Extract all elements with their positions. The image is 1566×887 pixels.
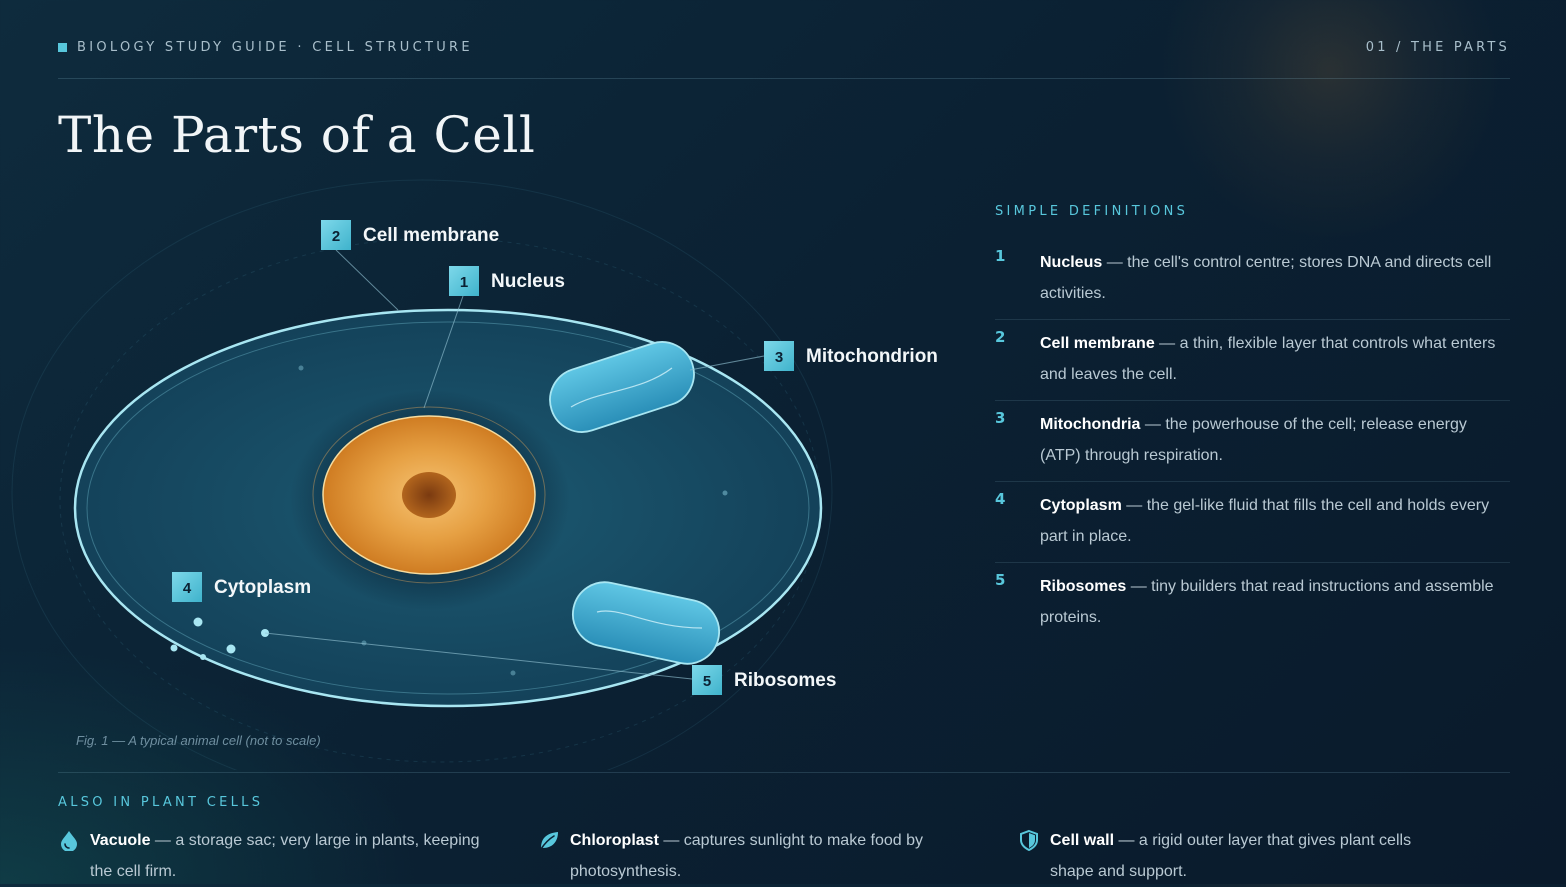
plant-body: — a rigid outer layer that gives plant c… — [1050, 832, 1412, 880]
definition-term: Ribosomes — [1040, 578, 1127, 595]
label-ribosomes: Ribosomes — [734, 670, 836, 691]
definition-text: Nucleus — the cell's control centre; sto… — [1040, 247, 1510, 309]
svg-text:2: 2 — [332, 228, 340, 245]
definition-number: 4 — [995, 490, 1006, 508]
definition-text: Mitochondria — the powerhouse of the cel… — [1040, 409, 1510, 471]
mitochondrion-bottom — [572, 581, 720, 665]
membrane-inner-line — [86, 321, 810, 695]
label-nucleus: Nucleus — [491, 271, 565, 292]
definition-number: 5 — [995, 571, 1006, 589]
plant-heading: ALSO IN PLANT CELLS — [58, 795, 264, 810]
definition-term: Cell membrane — [1040, 335, 1155, 352]
plant-term: Cell wall — [1050, 832, 1115, 849]
label-cell-membrane: Cell membrane — [363, 225, 499, 246]
definitions-list: 1 Nucleus — the cell's control centre; s… — [995, 239, 1510, 643]
plant-cells-section: ALSO IN PLANT CELLS Vacuole — a storage … — [58, 772, 1510, 880]
plant-text: Cell wall — a rigid outer layer that giv… — [1050, 825, 1448, 887]
plant-text: Chloroplast — captures sunlight to make … — [570, 825, 968, 887]
definition-item: 5 Ribosomes — tiny builders that read in… — [995, 563, 1510, 643]
page-number: 01 / THE PARTS — [1365, 40, 1510, 55]
definitions-panel: SIMPLE DEFINITIONS 1 Nucleus — the cell'… — [995, 204, 1510, 643]
definition-body: — tiny builders that read instructions a… — [1040, 578, 1494, 626]
plant-body: — a storage sac; very large in plants, k… — [90, 832, 480, 880]
definition-term: Cytoplasm — [1040, 497, 1122, 514]
plant-text: Vacuole — a storage sac; very large in p… — [90, 825, 488, 887]
definition-text: Cytoplasm — the gel-like fluid that fill… — [1040, 490, 1510, 552]
definition-term: Nucleus — [1040, 254, 1103, 271]
svg-text:1: 1 — [460, 274, 468, 291]
definition-body: — the powerhouse of the cell; release en… — [1040, 416, 1467, 464]
leaf-icon — [540, 832, 558, 850]
callout-cytoplasm: 4 Cytoplasm — [172, 572, 311, 602]
plant-item-chloroplast: Chloroplast — captures sunlight to make … — [538, 825, 968, 887]
definition-item: 4 Cytoplasm — the gel-like fluid that fi… — [995, 482, 1510, 563]
square-icon — [58, 43, 67, 52]
definition-term: Mitochondria — [1040, 416, 1141, 433]
cytoplasm-dot — [722, 490, 728, 496]
definition-number: 1 — [995, 247, 1006, 265]
definitions-heading: SIMPLE DEFINITIONS — [995, 204, 1189, 219]
droplet-icon — [61, 831, 77, 851]
plant-item-cell-wall: Cell wall — a rigid outer layer that giv… — [1018, 825, 1448, 887]
label-cytoplasm: Cytoplasm — [214, 577, 311, 598]
cytoplasm-dot — [510, 670, 516, 676]
label-mitochondrion: Mitochondrion — [806, 346, 938, 367]
brand: BIOLOGY STUDY GUIDE · CELL STRUCTURE — [58, 40, 473, 55]
leader-lines — [264, 249, 765, 680]
definition-number: 3 — [995, 409, 1006, 427]
halo-ring — [11, 179, 833, 770]
definition-item: 1 Nucleus — the cell's control centre; s… — [995, 239, 1510, 320]
callout-mitochondrion: 3 Mitochondrion — [764, 341, 938, 371]
svg-text:3: 3 — [775, 349, 783, 366]
definition-body: — the gel-like fluid that fills the cell… — [1040, 497, 1490, 545]
definition-body: — a thin, flexible layer that controls w… — [1040, 335, 1496, 383]
svg-text:5: 5 — [703, 673, 711, 690]
plant-body: — captures sunlight to make food by phot… — [570, 832, 924, 880]
top-bar: BIOLOGY STUDY GUIDE · CELL STRUCTURE 01 … — [58, 38, 1510, 79]
nucleolus — [402, 472, 456, 518]
svg-text:4: 4 — [183, 580, 192, 597]
page-title: The Parts of a Cell — [58, 106, 536, 164]
plant-term: Chloroplast — [570, 832, 659, 849]
definition-item: 3 Mitochondria — the powerhouse of the c… — [995, 401, 1510, 482]
shield-icon — [1020, 829, 1038, 851]
definition-text: Ribosomes — tiny builders that read inst… — [1040, 571, 1510, 633]
nuclear-envelope-outer — [312, 406, 546, 584]
definition-item: 2 Cell membrane — a thin, flexible layer… — [995, 320, 1510, 401]
plant-item-vacuole: Vacuole — a storage sac; very large in p… — [58, 825, 488, 887]
figure-caption: Fig. 1 — A typical animal cell (not to s… — [76, 733, 321, 748]
plant-term: Vacuole — [90, 832, 151, 849]
cytoplasm-dot — [298, 365, 304, 371]
callout-cell-membrane: 2 Cell membrane — [321, 220, 499, 250]
callout-nucleus: 1 Nucleus — [449, 266, 565, 296]
definition-body: — the cell's control centre; stores DNA … — [1040, 254, 1492, 302]
cell-diagram: 1 Nucleus 2 Cell membrane 3 Mitochondrio… — [11, 179, 938, 770]
definition-number: 2 — [995, 328, 1006, 346]
callout-ribosomes: 5 Ribosomes — [692, 665, 836, 695]
definition-text: Cell membrane — a thin, flexible layer t… — [1040, 328, 1510, 390]
header-kicker: BIOLOGY STUDY GUIDE · CELL STRUCTURE — [77, 40, 473, 55]
mitochondrion-top — [549, 341, 695, 433]
